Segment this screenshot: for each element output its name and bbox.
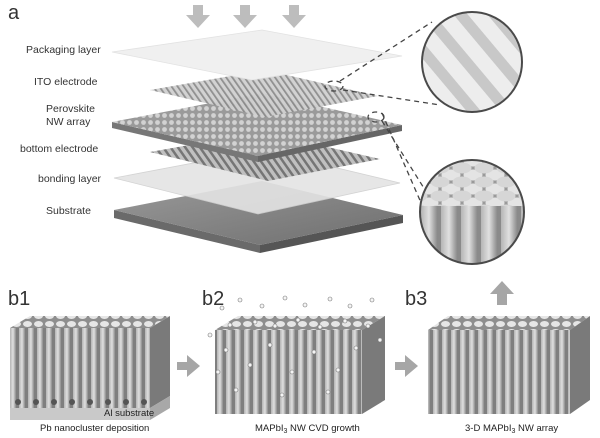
layer-label-substrate: Substrate bbox=[46, 205, 91, 217]
b1-nanowire-block bbox=[10, 316, 170, 420]
layer-label-perovskite: Perovskite bbox=[46, 103, 96, 115]
layer-label-nw-array: NW array bbox=[46, 116, 91, 128]
ito-electrode-layer bbox=[150, 70, 378, 117]
al-substrate-label: Al substrate bbox=[104, 408, 155, 419]
arrow-b1-to-b2 bbox=[177, 355, 200, 377]
layer-label-packaging: Packaging layer bbox=[26, 44, 101, 56]
cvd-precursor-particles bbox=[207, 295, 383, 398]
panel-b3-label: b3 bbox=[405, 288, 428, 310]
caption-b3-sub: 3 bbox=[511, 428, 516, 435]
zoom-marker-ito bbox=[324, 80, 344, 92]
caption-b1: Pb nanocluster deposition bbox=[40, 423, 150, 434]
up-arrow bbox=[490, 281, 514, 305]
substrate-layer-side bbox=[114, 210, 260, 253]
caption-b2-post: NW CVD growth bbox=[287, 423, 360, 434]
perovskite-nw-layer-side bbox=[112, 122, 258, 162]
b1-al-substrate bbox=[10, 408, 150, 420]
light-arrow-3 bbox=[282, 5, 306, 28]
layer-label-ito: ITO electrode bbox=[34, 76, 98, 88]
caption-b2-pre: MAPbI bbox=[255, 423, 284, 434]
substrate-layer-side2 bbox=[260, 215, 403, 253]
perovskite-nw-layer-side2 bbox=[258, 125, 402, 162]
incident-light-arrows bbox=[186, 5, 306, 28]
caption-b2: MAPbI3 NW CVD growth bbox=[255, 423, 360, 435]
caption-b2-sub: 3 bbox=[283, 428, 288, 435]
caption-b3-pre: 3-D MAPbI bbox=[465, 423, 512, 434]
perovskite-nw-layer bbox=[112, 93, 402, 156]
caption-b3-post: NW array bbox=[515, 423, 559, 434]
packaging-layer bbox=[111, 29, 403, 81]
b3-nanowire-block bbox=[428, 316, 590, 414]
light-arrow-2 bbox=[233, 5, 257, 28]
panel-a-label: a bbox=[8, 2, 20, 24]
layer-stack bbox=[111, 29, 403, 253]
panel-b1-label: b1 bbox=[8, 288, 31, 310]
layer-label-bottom-electrode: bottom electrode bbox=[20, 143, 99, 155]
arrow-b2-to-b3 bbox=[395, 355, 418, 377]
light-arrow-1 bbox=[186, 5, 210, 28]
zoom-circle-ito bbox=[421, 11, 523, 113]
layer-label-bonding: bonding layer bbox=[38, 173, 102, 185]
b2-nanowire-block bbox=[207, 295, 385, 414]
panel-b2-label: b2 bbox=[202, 288, 225, 310]
caption-b3: 3-D MAPbI3 NW array bbox=[465, 423, 558, 435]
zoom-circle-nw-array bbox=[419, 159, 525, 265]
